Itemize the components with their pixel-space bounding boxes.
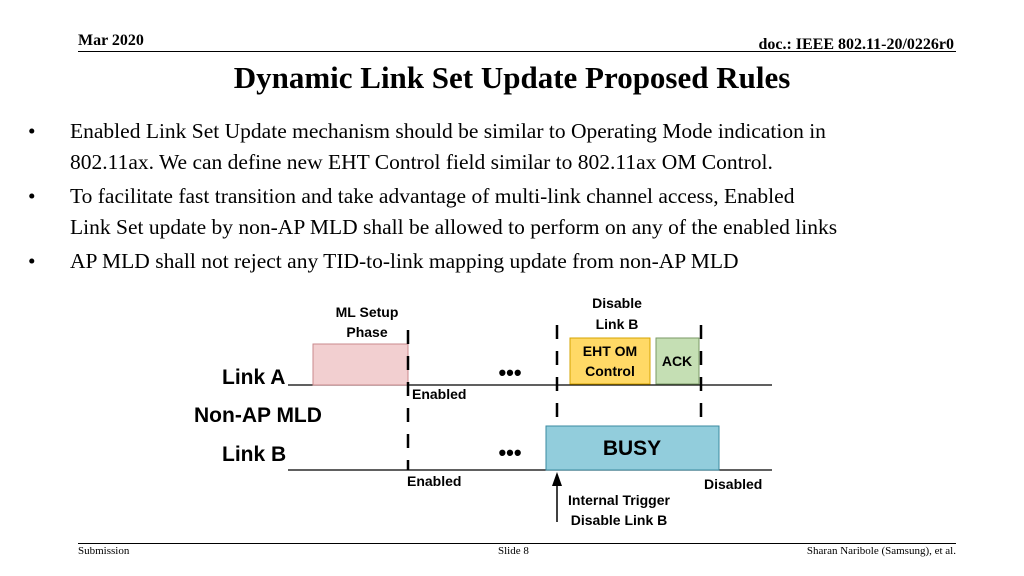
- bullet-list: • Enabled Link Set Update mechanism shou…: [28, 116, 1008, 280]
- ack-label: ACK: [662, 353, 692, 369]
- bullet-item: • To facilitate fast transition and take…: [28, 181, 1008, 243]
- eht-om-label: EHT OM: [583, 343, 637, 359]
- bullet-item: • Enabled Link Set Update mechanism shou…: [28, 116, 1008, 178]
- bullet-line: AP MLD shall not reject any TID-to-link …: [70, 249, 739, 273]
- bullet-line: Link Set update by non-AP MLD shall be a…: [70, 215, 838, 239]
- disabled-label: Disabled: [704, 476, 762, 492]
- eht-om-label: Control: [585, 363, 635, 379]
- header-rule: [78, 51, 956, 52]
- ml-setup-label: Phase: [346, 324, 387, 340]
- ellipsis-link-b: •••: [498, 440, 521, 465]
- header-date: Mar 2020: [78, 32, 144, 49]
- bullet-item: • AP MLD shall not reject any TID-to-lin…: [28, 246, 1008, 277]
- header-doc-id: doc.: IEEE 802.11-20/0226r0: [758, 36, 954, 53]
- slide-title: Dynamic Link Set Update Proposed Rules: [233, 60, 791, 95]
- footer-author: Sharan Naribole (Samsung), et al.: [806, 545, 956, 557]
- footer-rule: [78, 543, 956, 544]
- internal-trigger-label: Disable Link B: [571, 512, 667, 528]
- eht-om-control-box: [569, 337, 651, 385]
- non-ap-mld-label: Non-AP MLD: [194, 404, 322, 427]
- enabled-label-link-b: Enabled: [407, 473, 461, 489]
- disable-link-b-label: Disable: [592, 295, 642, 311]
- busy-label: BUSY: [603, 437, 661, 460]
- bullet-line: Enabled Link Set Update mechanism should…: [70, 119, 826, 143]
- footer-submission: Submission: [78, 545, 130, 557]
- internal-trigger-label: Internal Trigger: [568, 492, 670, 508]
- ellipsis-link-a: •••: [498, 360, 521, 385]
- bullet-marker: •: [28, 249, 36, 273]
- link-b-label: Link B: [222, 443, 286, 466]
- trigger-arrow-head: [552, 472, 562, 486]
- ml-setup-label: ML Setup: [336, 304, 399, 320]
- footer-slide-number: Slide 8: [498, 545, 529, 557]
- ml-setup-box: [312, 343, 409, 386]
- ack-box: [655, 337, 700, 385]
- enabled-label-link-a: Enabled: [412, 386, 466, 402]
- bullet-line: 802.11ax. We can define new EHT Control …: [70, 150, 773, 174]
- bullet-line: To facilitate fast transition and take a…: [70, 184, 795, 208]
- disable-link-b-label: Link B: [596, 316, 639, 332]
- bullet-marker: •: [28, 119, 36, 143]
- link-a-label: Link A: [222, 366, 285, 389]
- busy-box: [545, 425, 720, 471]
- bullet-marker: •: [28, 184, 36, 208]
